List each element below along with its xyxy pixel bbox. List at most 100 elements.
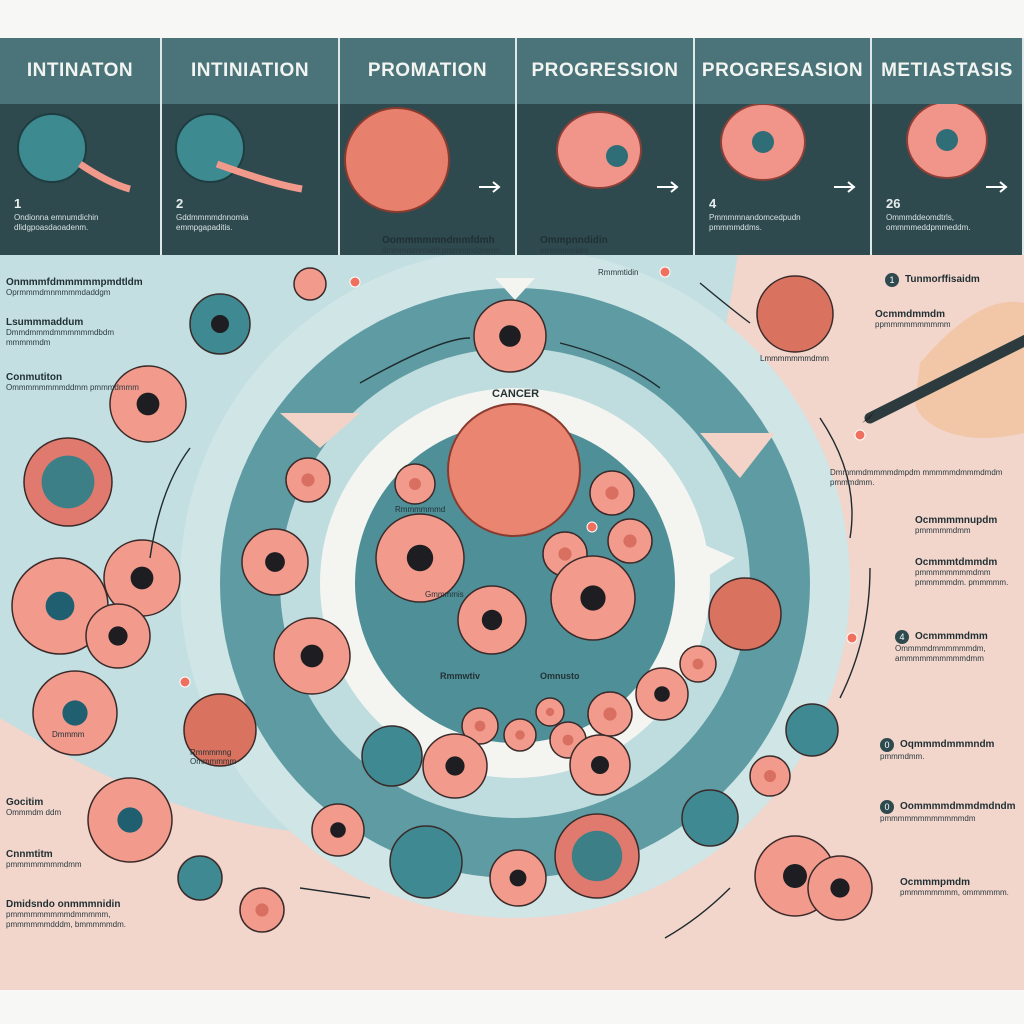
cell-illustration	[375, 513, 465, 603]
hand-with-pen	[862, 301, 1024, 438]
cell-illustration	[569, 734, 631, 796]
step-badge: 4	[895, 630, 909, 644]
cell-illustration	[489, 849, 547, 907]
cell-illustration	[394, 463, 436, 505]
marker-dot	[586, 521, 598, 533]
cell-illustration	[285, 457, 331, 503]
ring-label: Omnusto	[540, 671, 580, 681]
stage-panel-5: PROGRESASION 4 Pmmmmnandomcedpudn pmmmmd…	[695, 38, 872, 255]
right-note: Dmmmmdmmmmdmpdm mmmmmdmmmdmdm pmmmdmm.	[830, 468, 1003, 487]
cell-illustration	[589, 470, 635, 516]
step-badge: 0	[880, 738, 894, 752]
cell-illustration	[756, 275, 834, 353]
cell-label: Dmmmm	[52, 730, 85, 739]
stage-cell-icon	[906, 104, 1008, 193]
stage-number: 1	[14, 196, 22, 211]
cell-illustration	[679, 645, 717, 683]
stage-panel-3: PROMATION	[340, 38, 517, 255]
cell-illustration	[241, 528, 309, 596]
cell-illustration	[550, 555, 636, 641]
stage-title: METIASTASIS	[872, 38, 1022, 104]
marker-dot	[846, 632, 858, 644]
cell-illustration	[554, 813, 640, 899]
ring-label: Rmmwtiv	[440, 671, 481, 681]
cell-illustration	[87, 777, 173, 863]
cell-illustration	[457, 585, 527, 655]
cell-illustration	[473, 299, 547, 373]
stage-description: Ondionna emnumdichin dlidgpoasdaoadenm.	[14, 213, 99, 232]
stage-title: PROGRESSION	[517, 38, 693, 104]
cell-illustration	[785, 703, 839, 757]
cell-illustration	[607, 518, 653, 564]
cell-label: Rmmmmng Ommmmmm	[190, 748, 237, 766]
step-badge: 1	[885, 273, 899, 287]
stage-cell-icon	[556, 111, 679, 193]
cell-illustration	[23, 437, 113, 527]
stage-title: PROMATION	[340, 38, 515, 104]
cell-illustration	[273, 617, 351, 695]
cell-label: Lmmmmmmmdmm	[760, 354, 829, 363]
stage-cell-icon	[720, 104, 856, 193]
stage-number: 2	[176, 196, 184, 211]
inner-label: Rmmmmmmd	[395, 505, 446, 514]
cell-illustration	[183, 693, 257, 767]
cell-illustration	[109, 365, 187, 443]
cell-illustration	[103, 539, 181, 617]
stage-description: Pmmmmnandomcedpudn pmmmmddms.	[709, 213, 801, 232]
step-badge: 0	[880, 800, 894, 814]
cell-illustration	[635, 667, 689, 721]
cell-illustration	[32, 670, 118, 756]
stage-description: Ommmddeomdtrls, ommmmeddpmmeddm.	[886, 213, 971, 232]
marker-dot	[854, 429, 866, 441]
stage-number: 4	[709, 196, 717, 211]
stage-panel-1: INTINATON 1 Ondionna emnumdichin dlidgpo…	[0, 38, 162, 255]
stage-cell-icon	[344, 107, 501, 213]
inner-label: Gmmmmis	[425, 590, 464, 599]
marker-dot	[179, 676, 191, 688]
cell-illustration	[189, 293, 251, 355]
stage-title: INTINIATION	[162, 38, 338, 104]
cell-illustration	[503, 718, 537, 752]
cell-illustration	[85, 603, 151, 669]
stage-number: 26	[886, 196, 901, 211]
stage-panel-2: INTINIATION 2 Gddmmmmdnnomia emmpgapadit…	[162, 38, 340, 255]
cell-illustration	[389, 825, 463, 899]
marker-dot	[659, 266, 671, 278]
cell-illustration	[422, 733, 488, 799]
cell-illustration	[749, 755, 791, 797]
cell-illustration	[177, 855, 223, 901]
central-tumor	[447, 403, 581, 537]
stage-panel-4: PROGRESSION	[517, 38, 695, 255]
stage-title: INTINATON	[0, 38, 160, 104]
stage-title: PROGRESASION	[695, 38, 870, 104]
center-label: CANCER	[492, 388, 540, 400]
cell-illustration	[807, 855, 873, 921]
cell-illustration	[587, 691, 633, 737]
cell-illustration	[361, 725, 423, 787]
cell-illustration	[311, 803, 365, 857]
cell-illustration	[535, 697, 565, 727]
stage-cell-icon	[17, 113, 131, 193]
stage-description: Gddmmmmdnnomia emmpgapaditis.	[176, 213, 249, 232]
stage-cell-icon	[175, 113, 303, 193]
infographic-board: INTINATON 1 Ondionna emnumdichin dlidgpo…	[0, 38, 1024, 990]
cell-illustration	[461, 707, 499, 745]
cell-illustration	[681, 789, 739, 847]
cell-illustration	[293, 267, 327, 301]
